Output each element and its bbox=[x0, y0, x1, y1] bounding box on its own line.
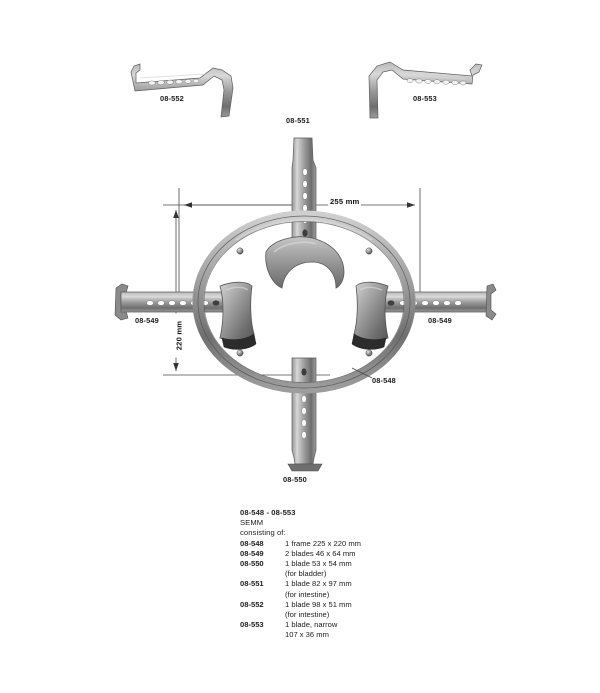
part-code: 08-551 bbox=[240, 579, 264, 589]
ring-frame-illustration bbox=[192, 210, 416, 394]
part-description-continued: (for intestine) bbox=[285, 589, 330, 599]
parts-list-brand: SEMM bbox=[240, 518, 264, 528]
part-description-continued: (for bladder) bbox=[285, 569, 327, 579]
callout-arm-left-08-549: 08-549 bbox=[135, 316, 159, 325]
dimension-label-horizontal: 255 mm bbox=[328, 197, 362, 206]
callout-blade-08-552: 08-552 bbox=[160, 94, 184, 103]
callout-arm-08-550: 08-550 bbox=[283, 475, 307, 484]
blade-08-552-illustration bbox=[130, 63, 234, 118]
cup-blade-left-illustration bbox=[219, 281, 257, 350]
parts-list-row: 08-553 1 blade, narrow bbox=[240, 620, 500, 630]
part-code: 08-550 bbox=[240, 559, 264, 569]
part-description: 1 blade 53 x 54 mm bbox=[285, 559, 352, 569]
callout-blade-08-553: 08-553 bbox=[413, 94, 437, 103]
part-code: 08-553 bbox=[240, 620, 264, 630]
parts-list-rows: 08-548 1 frame 225 x 220 mm 08-549 2 bla… bbox=[240, 539, 500, 641]
parts-list-row: 08-550 1 blade 53 x 54 mm bbox=[240, 559, 500, 569]
part-code: 08-552 bbox=[240, 599, 264, 609]
part-description-continued: (for intestine) bbox=[285, 610, 330, 620]
parts-list-row: 08-552 1 blade 98 x 51 mm bbox=[240, 600, 500, 610]
parts-list-consisting: consisting of: bbox=[240, 528, 286, 538]
callout-arm-right-08-549: 08-549 bbox=[428, 316, 452, 325]
part-description: 1 frame 225 x 220 mm bbox=[285, 538, 361, 548]
part-description: 1 blade 98 x 51 mm bbox=[285, 599, 352, 609]
parts-list-row: 08-548 1 frame 225 x 220 mm bbox=[240, 539, 500, 549]
part-description: 1 blade 82 x 97 mm bbox=[285, 579, 352, 589]
parts-list-title: 08-548 - 08-553 bbox=[240, 508, 296, 517]
callout-frame-08-548: 08-548 bbox=[372, 376, 396, 385]
part-description: 1 blade, narrow bbox=[285, 620, 338, 630]
part-code: 08-548 bbox=[240, 538, 264, 548]
dimension-label-vertical: 220 mm bbox=[174, 313, 184, 358]
part-code: 08-549 bbox=[240, 548, 264, 558]
cup-blade-right-illustration bbox=[351, 281, 389, 350]
frame-leader-line bbox=[351, 367, 373, 379]
parts-list: 08-548 - 08-553 SEMM consisting of: 08-5… bbox=[240, 508, 500, 641]
part-description-continued: 107 x 36 mm bbox=[285, 630, 329, 640]
callout-arm-08-551: 08-551 bbox=[286, 116, 310, 125]
blade-08-553-illustration bbox=[368, 61, 483, 119]
parts-list-row: 08-551 1 blade 82 x 97 mm bbox=[240, 579, 500, 589]
crescent-blade-illustration bbox=[265, 236, 345, 289]
parts-list-row: 08-549 2 blades 46 x 64 mm bbox=[240, 549, 500, 559]
part-description: 2 blades 46 x 64 mm bbox=[285, 548, 356, 558]
